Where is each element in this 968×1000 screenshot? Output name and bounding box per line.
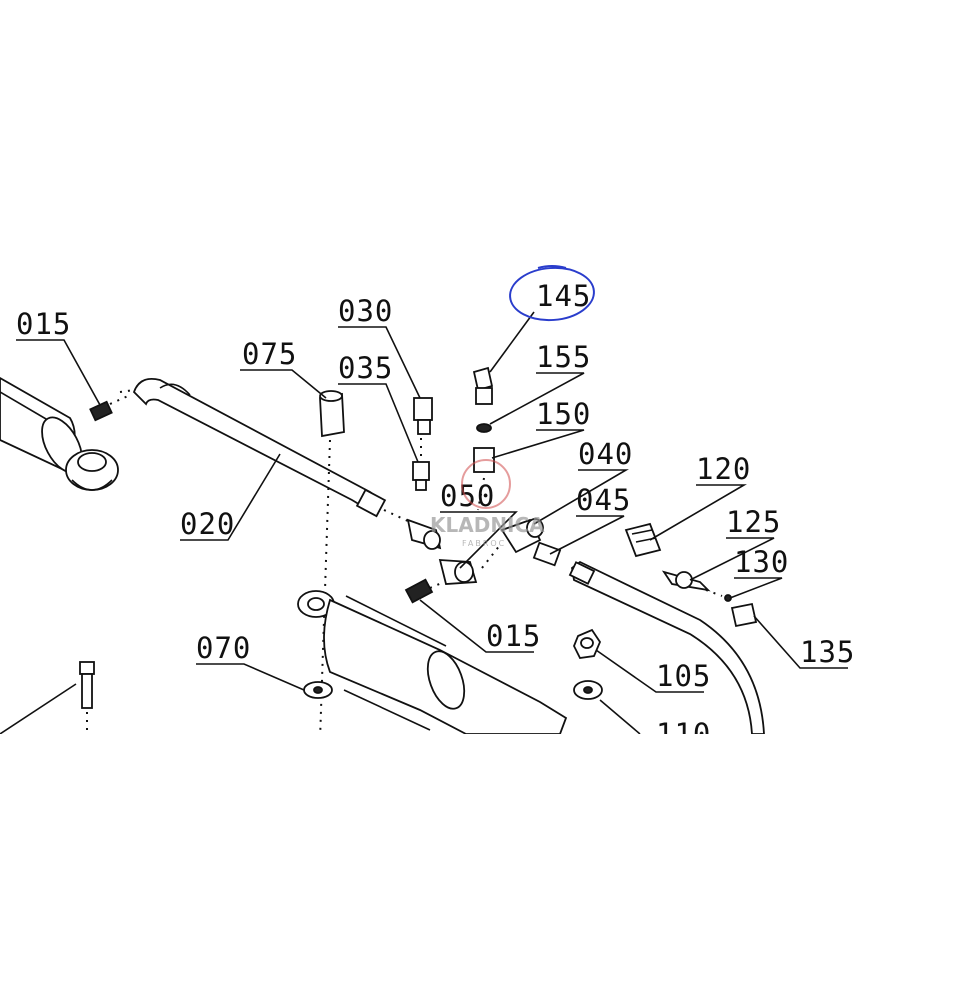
callout-125: 125	[726, 505, 781, 539]
bottom-blank-band	[0, 734, 968, 1000]
callout-150: 150	[536, 397, 591, 431]
callout-105: 105	[656, 659, 711, 693]
callout-035: 035	[338, 351, 393, 385]
watermark-sub: FABROC	[462, 539, 506, 548]
pin-075	[319, 390, 345, 741]
watermark-brand: KLADNICA	[430, 513, 545, 537]
fitting-030	[413, 397, 433, 435]
washer-110	[573, 680, 603, 700]
fitting-015-bottom	[404, 578, 445, 604]
callout-070: 070	[196, 631, 251, 665]
callout-015-left: 015	[16, 307, 71, 341]
fitting-015-left	[89, 395, 129, 422]
connector-120	[624, 522, 662, 558]
callout-030: 030	[338, 294, 393, 328]
callout-040: 040	[578, 437, 633, 471]
callout-045: 045	[576, 483, 631, 517]
sensor-125	[661, 570, 723, 597]
callout-130: 130	[734, 545, 789, 579]
watermark: KLADNICA FABROC	[430, 459, 545, 548]
bolt-left	[79, 661, 95, 734]
sleeve-135	[730, 602, 758, 628]
hose-020	[119, 377, 411, 523]
fitting-145	[472, 366, 494, 405]
tee-fitting-050	[406, 518, 478, 585]
annotation-circle-tail	[537, 265, 567, 269]
watermark-logo-icon	[461, 459, 511, 509]
washer-070	[303, 681, 333, 699]
fitting-045	[532, 541, 562, 567]
callout-020: 020	[180, 507, 235, 541]
callout-075: 075	[242, 337, 297, 371]
left-cylinder	[0, 376, 119, 491]
fitting-035	[412, 438, 430, 491]
callout-120: 120	[696, 452, 751, 486]
elbow-040	[481, 518, 544, 569]
callout-015-bottom: 015	[486, 619, 541, 653]
callout-135: 135	[800, 635, 855, 669]
callout-155: 155	[536, 340, 591, 374]
washer-155	[476, 423, 492, 433]
leader-lines	[0, 311, 848, 735]
callout-145: 145	[536, 279, 591, 313]
annotation-circle	[509, 266, 595, 322]
nut-105	[573, 628, 602, 659]
main-cylinder	[297, 590, 568, 735]
